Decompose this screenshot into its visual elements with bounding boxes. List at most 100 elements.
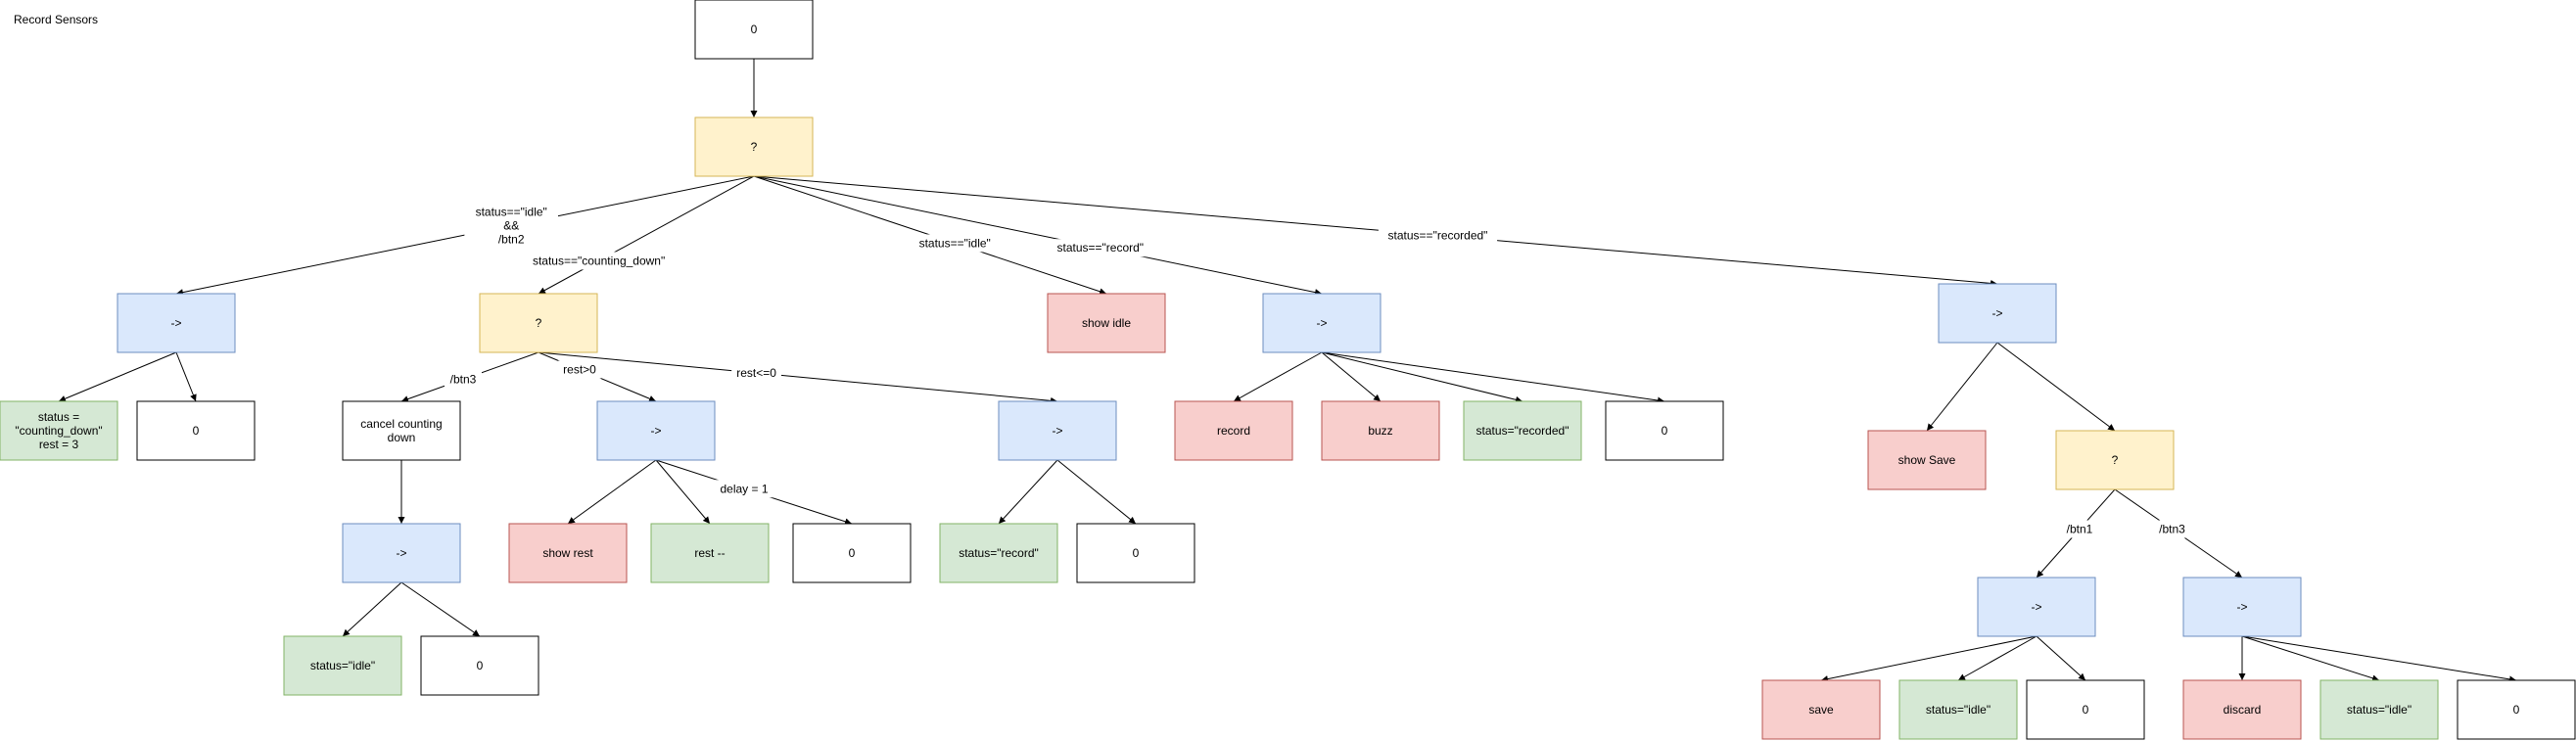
node-box [342, 523, 461, 583]
edge-label-record: status=="record" [1047, 239, 1153, 257]
node-selector-main: ? [694, 116, 814, 177]
edge-seq-record-to-buzz [1321, 351, 1382, 402]
edge-label-idle-btn2: status=="idle"&&/btn2 [464, 203, 558, 249]
node-label: -> [1052, 424, 1062, 438]
node-set-countdown: status ="counting_down"rest = 3 [0, 400, 118, 461]
edge-label-bg [2153, 520, 2191, 538]
node-box [1174, 400, 1293, 461]
edge-label-text: /btn3 [450, 373, 477, 387]
edge-label-text: status=="recorded" [1388, 229, 1488, 243]
edge-label-delay: delay = 1 [713, 480, 775, 498]
node-label: 0 [751, 23, 758, 36]
node-label: 0 [1662, 424, 1668, 438]
node-box [596, 400, 716, 461]
node-box [117, 293, 236, 353]
node-seq-recorded: -> [1938, 283, 2057, 344]
node-label: status="idle" [310, 659, 375, 672]
edge-label-bg [445, 370, 482, 389]
node-box [1977, 577, 2096, 637]
edge-label-btn3-cancel: /btn3 [445, 370, 482, 389]
node-seq-save: -> [1977, 577, 2096, 637]
edge-selector-main-to-seq-recorded [753, 175, 1998, 287]
node-seq-cancel: -> [342, 523, 461, 583]
edge-seq-rest-to-rest-dec [655, 459, 711, 525]
node-seq-rest: -> [596, 400, 716, 461]
edge-label-text: rest>0 [563, 363, 596, 377]
node-label: show idle [1082, 316, 1131, 330]
node-label: status="idle" [1926, 703, 1991, 717]
node-box [650, 523, 770, 583]
node-box [508, 523, 628, 583]
node-seq-idle: -> [117, 293, 236, 353]
node-box [2182, 577, 2302, 637]
node-label: -> [2236, 600, 2247, 614]
node-label: "counting_down" [15, 424, 102, 438]
node-box [1321, 400, 1440, 461]
node-label: -> [1991, 306, 2002, 320]
edge-selector-main-to-seq-record [753, 175, 1323, 297]
node-selector-countdown: ? [479, 293, 598, 353]
edge-seq-save-to-set-idle-save [1957, 635, 2037, 681]
edge-label-text: rest<=0 [736, 366, 776, 380]
node-buzz: buzz [1321, 400, 1440, 461]
node-box [283, 635, 402, 696]
edge-label-text: && [503, 218, 519, 232]
node-box [1047, 293, 1166, 353]
edge-label-btn1: /btn1 [2061, 520, 2098, 538]
edge-seq-cancel-to-success-cancel [400, 581, 481, 637]
node-show-save: show Save [1867, 430, 1987, 490]
node-label: status="recorded" [1476, 424, 1569, 438]
node-label: status="idle" [2347, 703, 2412, 717]
node-success-save: 0 [2026, 679, 2145, 740]
edge-seq-rest0-to-success-rest0 [1056, 459, 1137, 525]
node-label: 0 [2513, 703, 2520, 717]
edge-label-counting-down: status=="counting_down" [524, 252, 675, 270]
edge-label-idle: status=="idle" [908, 234, 1002, 253]
node-set-idle-discard: status="idle" [2319, 679, 2439, 740]
node-box [998, 400, 1117, 461]
edge-label-text: /btn2 [498, 232, 525, 246]
edge-label-bg [713, 480, 775, 498]
edge-label-btn3-discard: /btn3 [2153, 520, 2191, 538]
edge-seq-save-to-save [1820, 635, 2037, 683]
node-save: save [1761, 679, 1881, 740]
node-box [420, 635, 539, 696]
edge-seq-idle-to-set-countdown [58, 351, 177, 402]
node-label: show rest [542, 546, 593, 560]
node-label: 0 [2083, 703, 2089, 717]
edge-label-text: /btn3 [2159, 523, 2185, 536]
node-success-rest: 0 [792, 523, 912, 583]
edge-label-rest-gt0: rest>0 [557, 360, 602, 379]
node-show-idle: show idle [1047, 293, 1166, 353]
node-label: -> [1316, 316, 1327, 330]
node-label: ? [751, 140, 758, 154]
node-label: show Save [1898, 453, 1956, 467]
node-box [479, 293, 598, 353]
node-label: buzz [1368, 424, 1392, 438]
node-label: 0 [193, 424, 200, 438]
edge-label-bg [731, 364, 781, 382]
node-label: 0 [1133, 546, 1140, 560]
edge-seq-save-to-success-save [2036, 635, 2086, 681]
edge-label-bg [2061, 520, 2098, 538]
node-box [1761, 679, 1881, 740]
node-box [342, 400, 461, 461]
node-label: -> [2031, 600, 2041, 614]
edge-label-bg [1047, 239, 1153, 257]
node-label: 0 [849, 546, 856, 560]
node-box [1262, 293, 1382, 353]
edge-seq-idle-to-success-idle [175, 351, 197, 402]
node-label: status = [38, 410, 79, 424]
node-set-idle-cancel: status="idle" [283, 635, 402, 696]
node-box [792, 523, 912, 583]
node-box [2457, 679, 2576, 740]
node-box [939, 523, 1058, 583]
edge-seq-discard-to-set-idle-discard [2241, 635, 2380, 682]
node-box [2182, 679, 2302, 740]
node-seq-discard: -> [2182, 577, 2302, 637]
node-box [694, 116, 814, 177]
node-seq-record: -> [1262, 293, 1382, 353]
edge-seq-rest0-to-set-record [998, 459, 1058, 525]
